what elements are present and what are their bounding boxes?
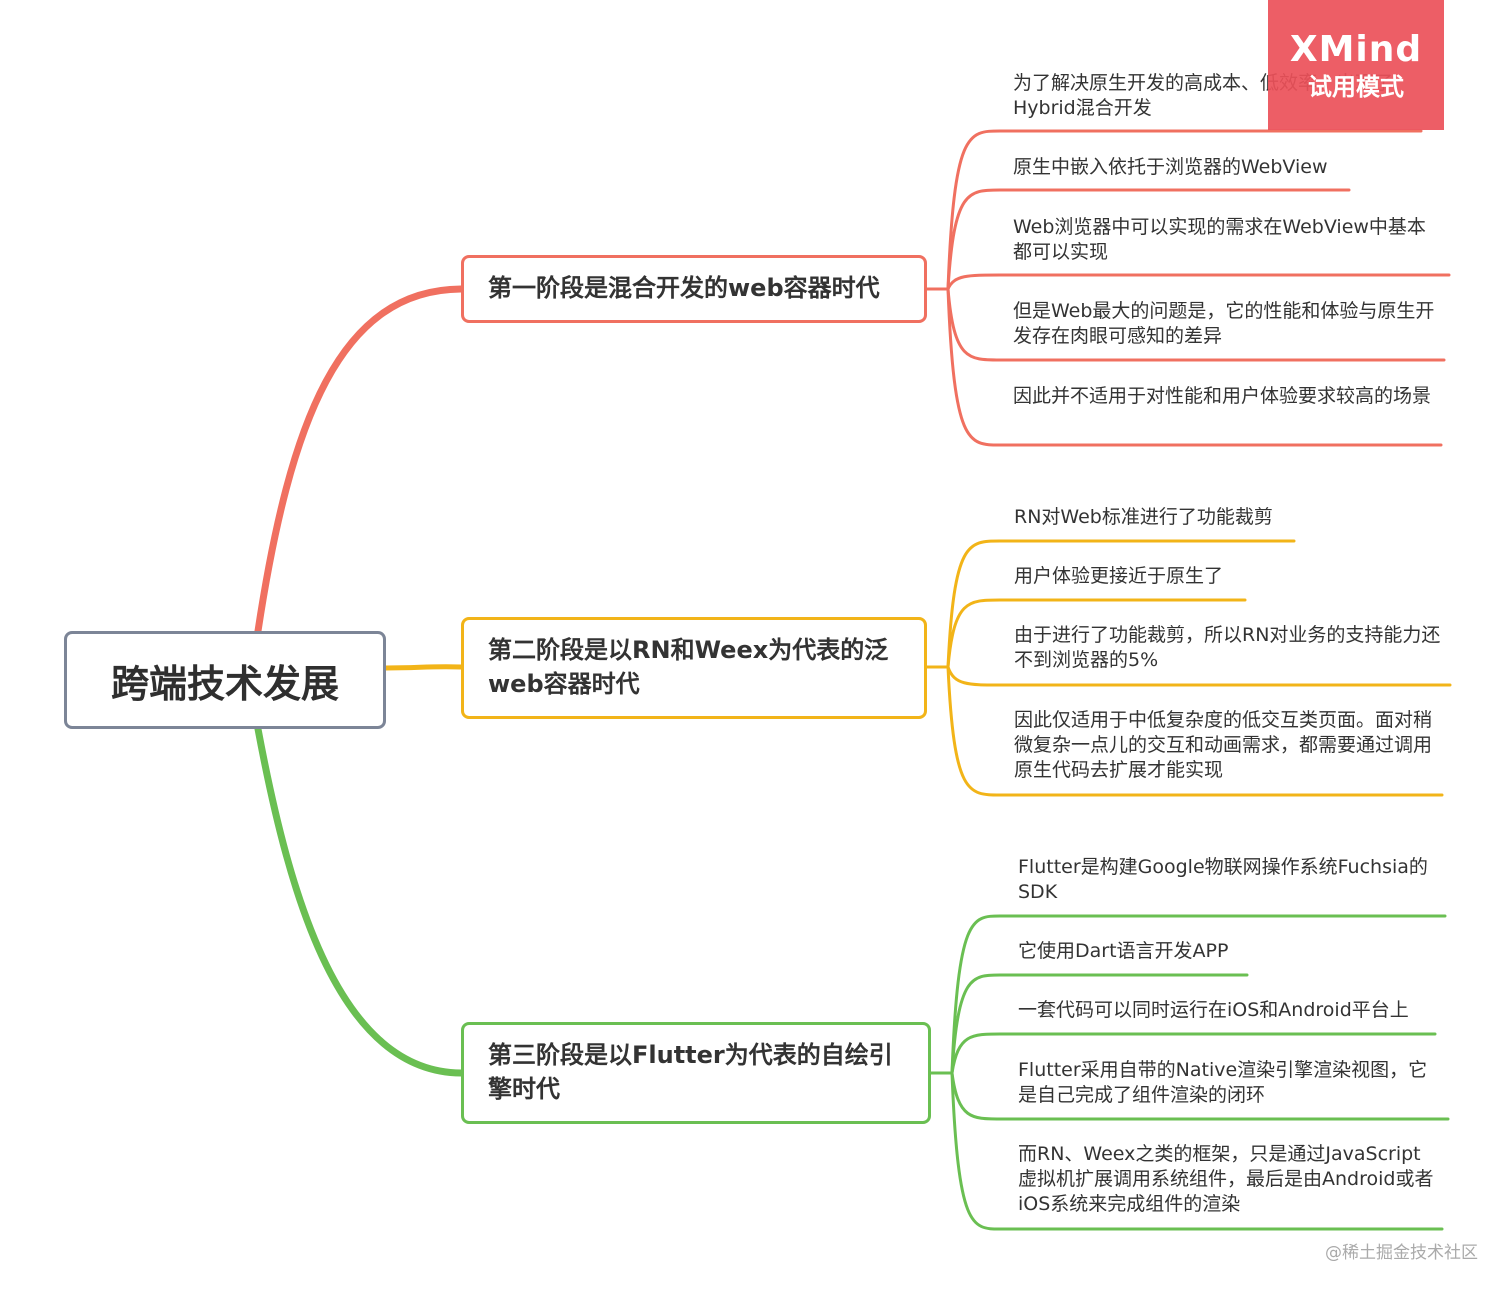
- leaf-topic[interactable]: RN对Web标准进行了功能裁剪: [1014, 506, 1273, 528]
- leaf-topic[interactable]: 但是Web最大的问题是，它的性能和体验与原生开发存在肉眼可感知的差异: [1013, 300, 1435, 347]
- root-connector-stage-1: [254, 285, 465, 635]
- root-connector-stage-2: [383, 664, 464, 671]
- trial-watermark: XMind 试用模式: [1268, 0, 1444, 130]
- leaf-topic[interactable]: 由于进行了功能裁剪，所以RN对业务的支持能力还不到浏览器的5%: [1014, 624, 1441, 671]
- leaf-topic[interactable]: Web浏览器中可以实现的需求在WebView中基本都可以实现: [1013, 216, 1426, 263]
- leaf-connector: [929, 1071, 1444, 1231]
- branch-topic-stage-3[interactable]: 第三阶段是以Flutter为代表的自绘引擎时代: [461, 1022, 931, 1124]
- leaf-topic[interactable]: 用户体验更接近于原生了: [1014, 565, 1224, 587]
- branch-topic-stage-2[interactable]: 第二阶段是以RN和Weex为代表的泛web容器时代: [461, 617, 927, 719]
- watermark-mode: 试用模式: [1308, 73, 1404, 101]
- leaf-connector: [929, 1032, 1437, 1075]
- leaf-topic[interactable]: 因此仅适用于中低复杂度的低交互类页面。面对稍微复杂一点儿的交互和动画需求，都需要…: [1014, 709, 1433, 781]
- branch-topic-label: 第三阶段是以Flutter为代表的自绘引擎时代: [488, 1041, 893, 1103]
- leaf-topic[interactable]: 因此并不适用于对性能和用户体验要求较高的场景: [1013, 385, 1432, 407]
- branch-topic-label: 第二阶段是以RN和Weex为代表的泛web容器时代: [488, 636, 889, 698]
- leaf-topic[interactable]: Flutter是构建Google物联网操作系统Fuchsia的SDK: [1018, 856, 1428, 903]
- root-topic-label: 跨端技术发展: [110, 661, 339, 706]
- branch-topic-stage-1[interactable]: 第一阶段是混合开发的web容器时代: [461, 255, 927, 323]
- watermark-brand: XMind: [1289, 29, 1423, 70]
- leaf-connector: [925, 665, 1444, 797]
- root-connector-stage-3: [254, 725, 465, 1077]
- leaf-connector: [925, 598, 1247, 669]
- leaf-connector: [925, 188, 1351, 291]
- branch-topic-label: 第一阶段是混合开发的web容器时代: [488, 274, 880, 303]
- leaf-connector: [925, 273, 1451, 291]
- leaf-topic[interactable]: Flutter采用自带的Native渲染引擎渲染视图，它是自己完成了组件渲染的闭…: [1018, 1059, 1428, 1106]
- leaf-connector: [929, 973, 1249, 1075]
- leaf-topic[interactable]: 而RN、Weex之类的框架，只是通过JavaScript虚拟机扩展调用系统组件，…: [1018, 1143, 1434, 1215]
- leaf-connector: [925, 539, 1296, 669]
- leaf-topic[interactable]: 一套代码可以同时运行在iOS和Android平台上: [1018, 999, 1409, 1021]
- leaf-connector: [925, 287, 1443, 447]
- leaf-topic[interactable]: 它使用Dart语言开发APP: [1018, 940, 1229, 962]
- root-topic[interactable]: 跨端技术发展: [64, 631, 386, 729]
- source-credit: @稀土掘金技术社区: [1325, 1243, 1478, 1263]
- leaf-topic[interactable]: 原生中嵌入依托于浏览器的WebView: [1013, 156, 1328, 178]
